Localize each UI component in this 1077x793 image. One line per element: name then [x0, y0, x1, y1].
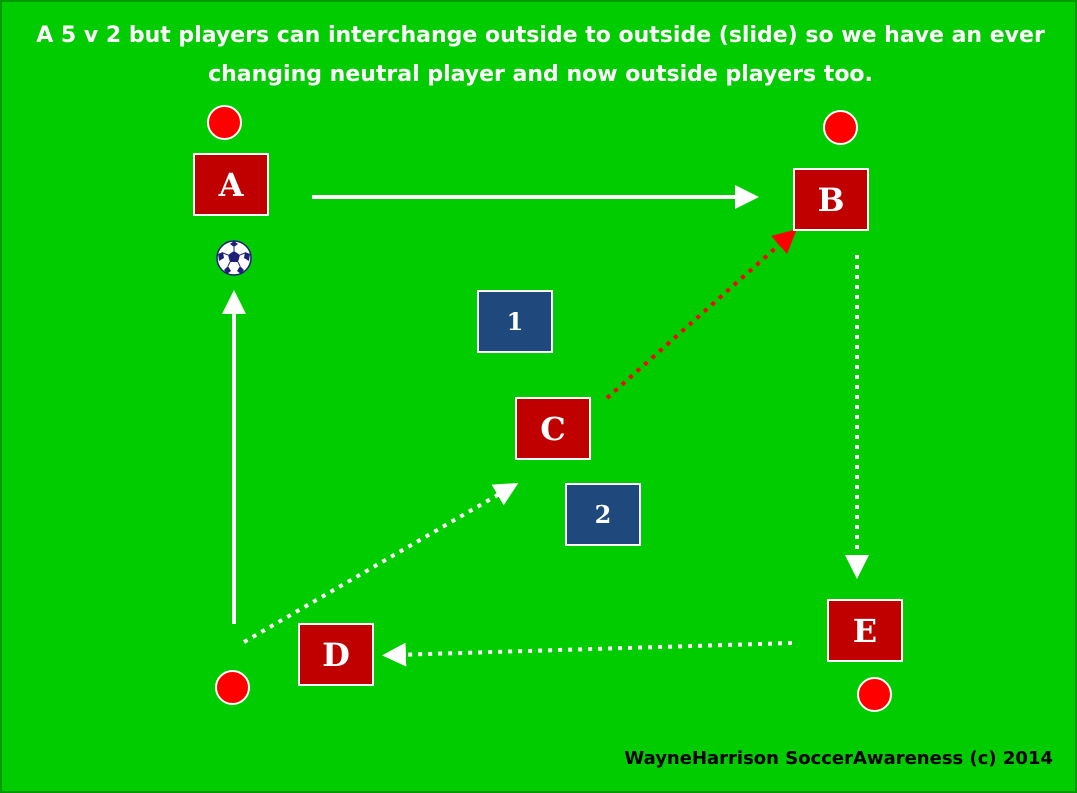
- caption-line-2: changing neutral player and now outside …: [208, 62, 873, 87]
- pass-arrow-c-to-b: [605, 229, 797, 400]
- defender-1[interactable]: 1: [477, 290, 553, 353]
- caption-line-1: A 5 v 2 but players can interchange outs…: [36, 23, 1045, 48]
- player-d[interactable]: D: [298, 623, 374, 686]
- run-arrow-e-to-d: [382, 641, 793, 667]
- soccer-ball-icon: [216, 240, 252, 276]
- player-a[interactable]: A: [193, 153, 269, 216]
- cone-top-left: [207, 105, 242, 140]
- copyright-credit: WayneHarrison SoccerAwareness (c) 2014: [624, 748, 1053, 769]
- defender-2[interactable]: 2: [565, 483, 641, 546]
- diagram-caption: A 5 v 2 but players can interchange outs…: [22, 16, 1059, 94]
- run-arrow-d-to-c: [242, 482, 519, 644]
- player-c[interactable]: C: [515, 397, 591, 460]
- cone-bottom-right: [857, 677, 892, 712]
- cone-top-right: [823, 110, 858, 145]
- player-b[interactable]: B: [793, 168, 869, 231]
- cone-bottom-left: [215, 670, 250, 705]
- player-e[interactable]: E: [827, 599, 903, 662]
